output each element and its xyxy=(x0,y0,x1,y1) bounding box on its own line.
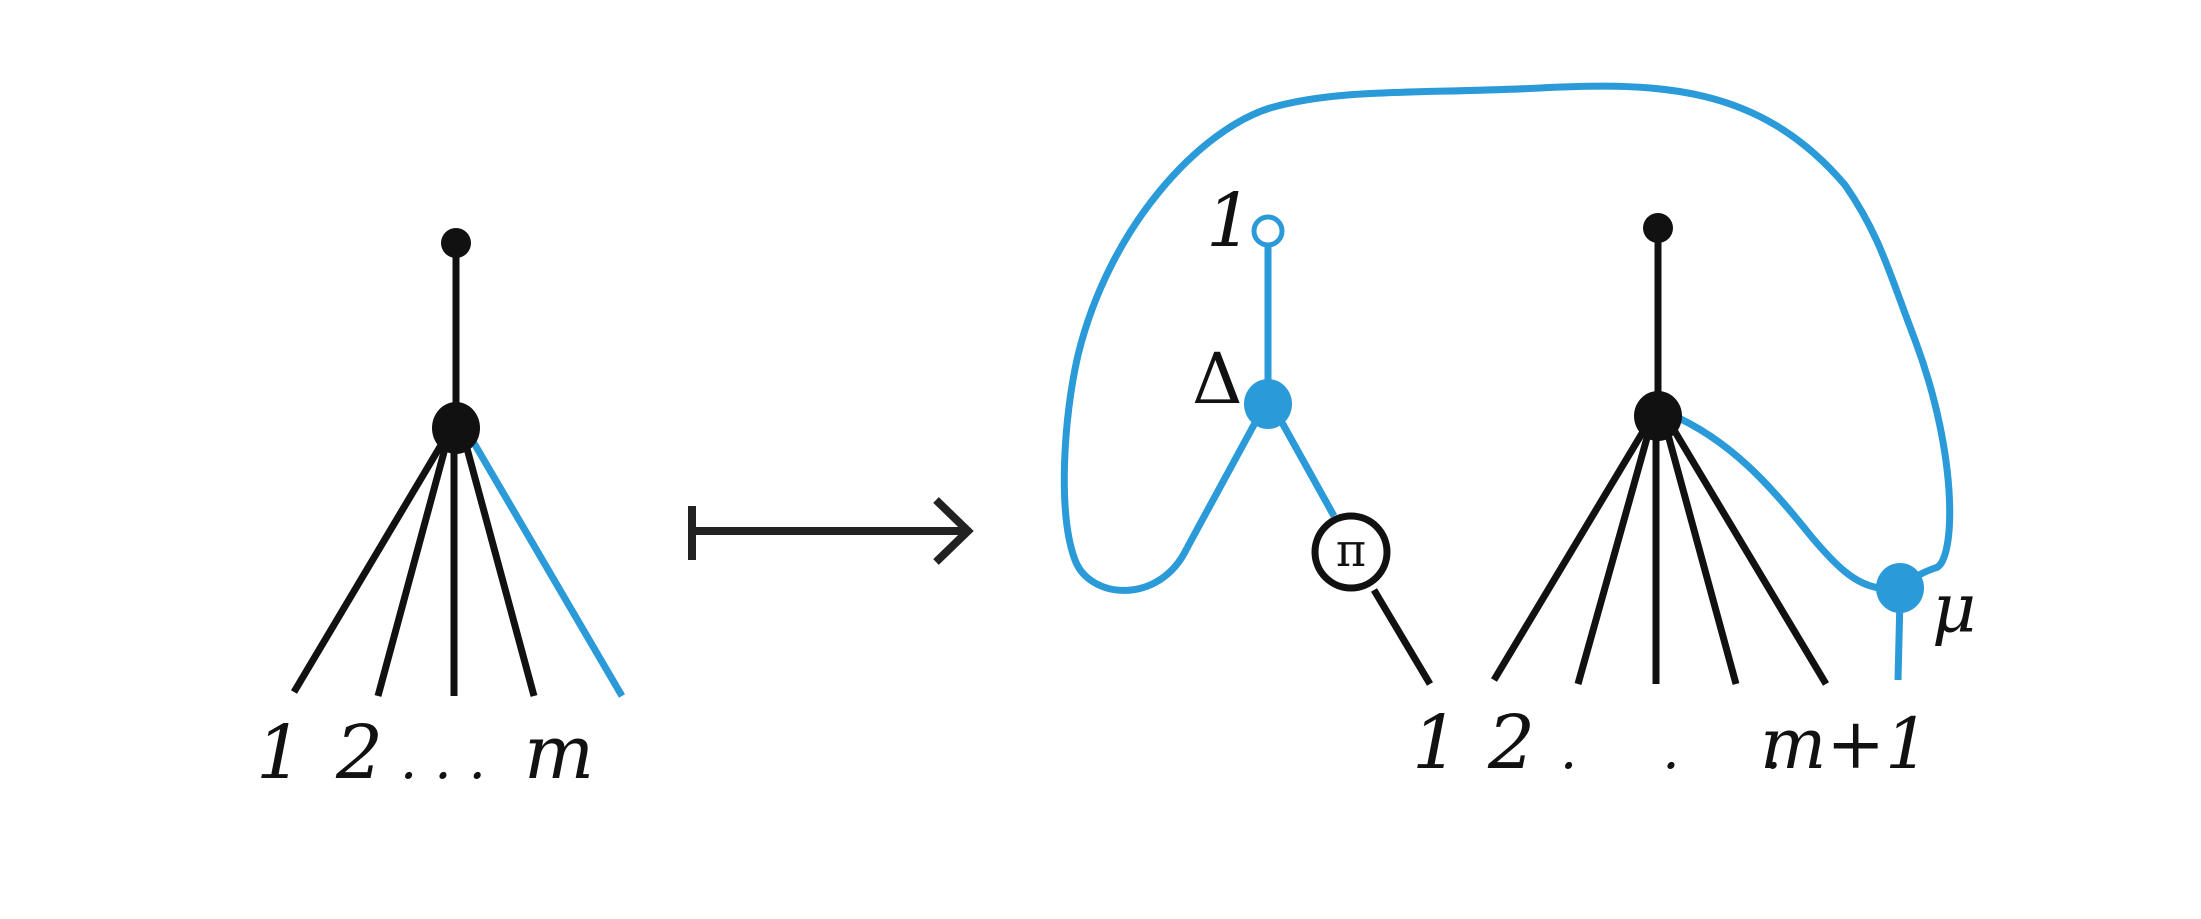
left-label-second: 2 xyxy=(335,710,383,796)
right-leaf-5 xyxy=(1664,418,1830,686)
right-leaf-2 xyxy=(1574,419,1656,685)
right-label-second: 2 xyxy=(1487,700,1535,786)
left-leaf-4 xyxy=(458,429,538,697)
right-label-dots: . . . xyxy=(1560,718,1816,781)
pi-label: π xyxy=(1336,523,1366,577)
arrow-head xyxy=(933,497,974,565)
pi-output-leg xyxy=(1370,588,1434,686)
delta-label: Δ xyxy=(1192,338,1243,420)
left-label-last: m xyxy=(524,710,594,796)
right-leaf-1 xyxy=(1490,418,1654,682)
left-label-dots: . . . xyxy=(400,728,486,791)
blue-edge-to-mu xyxy=(1668,410,1881,592)
pi-node xyxy=(1311,512,1391,592)
blue-feedback-loop xyxy=(1060,82,1954,594)
right-label-last: m+1 xyxy=(1760,703,1930,785)
left-main-vertex xyxy=(432,402,480,454)
right-root-dot xyxy=(1643,213,1673,243)
mu-vertex xyxy=(1876,563,1924,613)
right-leaf-4 xyxy=(1660,419,1740,685)
delta-vertex xyxy=(1244,379,1292,429)
left-label-first: 1 xyxy=(256,710,303,796)
unit-label: 1 xyxy=(1206,178,1253,264)
left-leaf-1 xyxy=(290,428,454,694)
right-main-vertex xyxy=(1634,391,1682,441)
mu-label: μ xyxy=(1932,570,1976,649)
maps-to-arrow xyxy=(688,497,974,565)
delta-right-branch xyxy=(1271,408,1338,518)
left-leaf-blue xyxy=(460,424,626,698)
left-leaf-2 xyxy=(374,429,454,697)
right-label-first: 1 xyxy=(1412,700,1459,786)
delta-left-branch xyxy=(1183,408,1266,550)
unit-vertex xyxy=(1251,214,1285,248)
left-tree: 1 2 . . . m xyxy=(256,228,626,796)
left-root-dot xyxy=(441,228,471,258)
right-tree: 1 Δ π μ 1 2 . . . m+1 xyxy=(1060,82,1976,786)
